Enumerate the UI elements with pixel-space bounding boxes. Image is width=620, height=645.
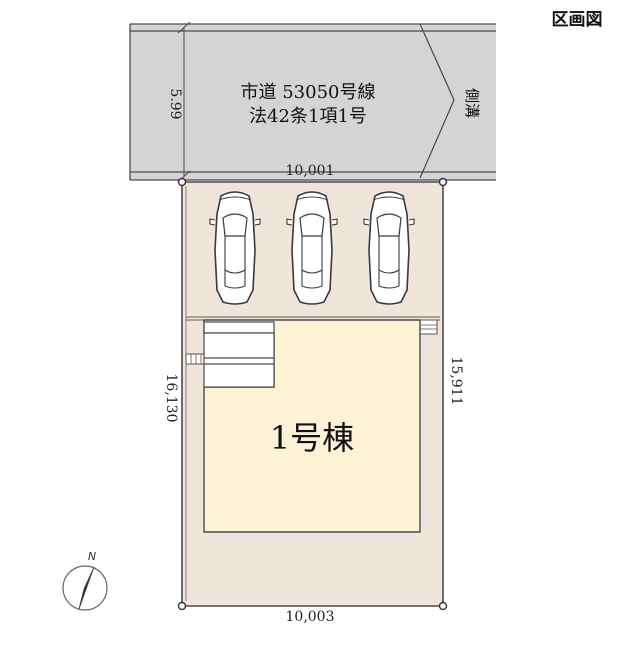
- parking-space-2: [286, 191, 338, 305]
- building-1: [203, 319, 421, 533]
- road-legal-class: 法42条1項1号: [249, 106, 367, 127]
- parking-space-3: [363, 191, 415, 305]
- north-arrow: [62, 565, 108, 611]
- road: [129, 21, 496, 183]
- road-width-label: 5.99: [167, 88, 183, 119]
- dimension-left: 16,130: [163, 374, 179, 423]
- road-name: 市道 53050号線: [241, 82, 376, 103]
- car-icon: [363, 191, 415, 305]
- gutter-label: 側溝: [463, 88, 481, 118]
- car-icon: [286, 191, 338, 305]
- dimension-right: 15,911: [448, 357, 464, 406]
- car-icon: [209, 191, 261, 305]
- building-label: 1号棟: [270, 419, 354, 457]
- dimension-back: 10,003: [286, 609, 335, 625]
- dimension-front: 10,001: [286, 163, 335, 179]
- plan-title: 区画図: [552, 10, 603, 30]
- corner-markers: [177, 177, 448, 611]
- north-label: N: [88, 550, 96, 563]
- parking-space-1: [209, 191, 261, 305]
